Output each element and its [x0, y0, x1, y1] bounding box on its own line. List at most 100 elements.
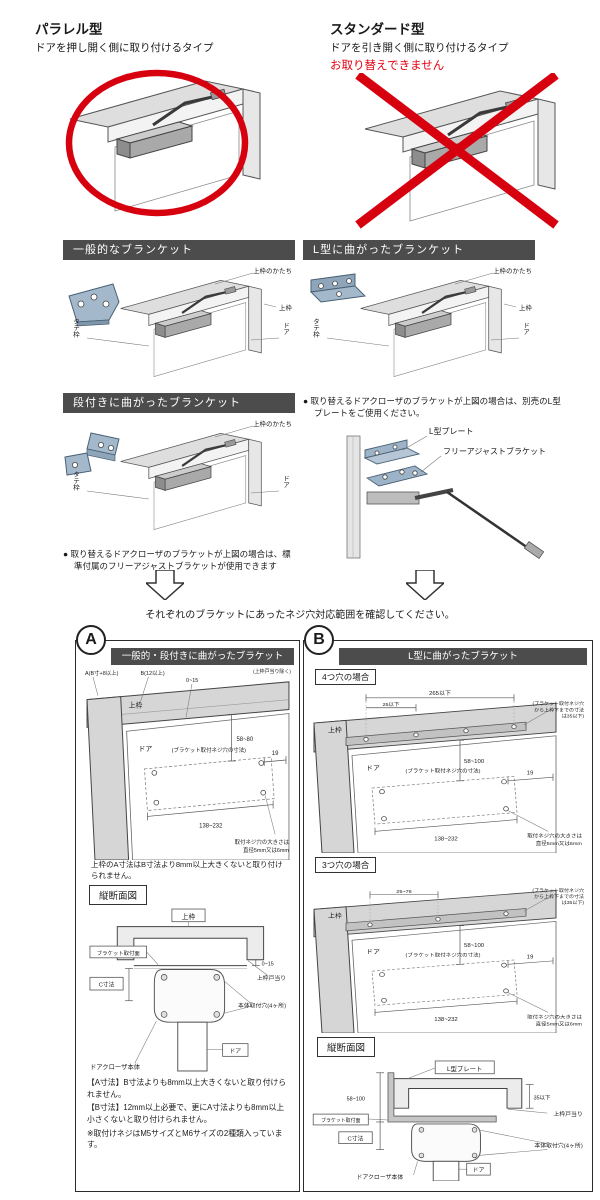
label-ue: 上枠: [519, 303, 533, 312]
closer-arm-part: [366, 487, 545, 559]
label-stop: 上枠戸当り: [553, 1110, 582, 1118]
panel-b: B L型に曲がったブラケット 4つ穴の場合: [303, 625, 593, 1192]
leader-lines: [86, 272, 280, 347]
note-screws: ※取付けネジはM5サイズとM6サイズの2種類入っています。: [87, 1128, 283, 1150]
dim-19: 19: [527, 955, 534, 961]
dim-58-100: 58~100: [464, 759, 484, 765]
label-free-adjust: フリーアジャストブラケット: [443, 446, 546, 456]
frame-channel: [393, 1078, 523, 1109]
red-x-icon: [355, 71, 559, 229]
dimension-lines: [92, 676, 286, 835]
l-plate-part: [363, 439, 421, 465]
frame-corner: [313, 889, 557, 1033]
l-bracket-diagram: 上枠のかたち 上枠 タテ枠 ドア: [309, 266, 533, 378]
dim-19: 19: [527, 771, 534, 777]
label-door: ドア: [138, 745, 152, 753]
zone-label: (ブラケット取付ネジ穴の寸法): [171, 746, 245, 754]
dim-58-100: 58~100: [464, 943, 484, 949]
frame-corner: [86, 681, 289, 860]
upper-note-1: (ブラケット取付ネジ穴: [532, 888, 584, 894]
dimension-lines: [124, 921, 268, 1064]
standard-title: スタンダード型: [330, 22, 425, 37]
no-replace-warning: お取り替えできません: [330, 60, 445, 72]
note-b-dim: 【B寸法】12mm以上必要で、更にA寸法よりも8mm以上小さくないと取り付けられ…: [87, 1103, 285, 1125]
label-door: ドア: [366, 948, 381, 955]
stepped-bracket-diagram: 上枠のかたち タテ枠 ドア: [64, 419, 292, 531]
frame-corner: [313, 702, 557, 853]
screw-size-1: 取付ネジ穴の大きさは: [527, 1014, 582, 1020]
label-tate: タテ枠: [72, 318, 80, 339]
label-door: ドア: [229, 1048, 241, 1055]
dim-0-15: 0~15: [261, 962, 273, 968]
standard-type-section: スタンダード型 ドアを引き開く側に取り付けるタイプ お取り替えできません: [330, 18, 592, 236]
standard-diagram: [355, 71, 559, 229]
panel-a-cross-section: 上枠 0~15 上枠戸当り ブラケット取付面 C寸法: [89, 908, 286, 1072]
c-label-box: [89, 976, 124, 991]
label-stop: 上枠戸当り: [256, 974, 285, 982]
dim-138-232: 138~232: [199, 823, 222, 829]
screw-size-2: 直径5mm又は6mm: [536, 839, 582, 847]
label-door: ドア: [473, 1167, 485, 1174]
label-door: ドア: [522, 322, 530, 335]
parallel-diagram: [65, 69, 262, 217]
label-c: C寸法: [347, 1135, 363, 1143]
door-label-box: [221, 1043, 248, 1057]
leader-lines: [402, 435, 442, 472]
zone-label: (ブラケット取付ネジ穴の寸法): [406, 952, 481, 958]
parallel-title: パラレル型: [35, 22, 103, 37]
dim-265: 265以下: [429, 690, 451, 697]
panel-b-header: L型に曲がったブラケット: [339, 648, 587, 665]
check-note: それぞれのブラケットにあったネジ穴対応範囲を確認してください。: [145, 610, 455, 621]
panel-b-letter: B: [304, 625, 334, 655]
bracket-plate-general: [68, 283, 120, 327]
screw-size-2: 直径5mm又は6mm: [536, 1021, 582, 1027]
dim-25-76: 25~76: [396, 889, 412, 895]
upper-note-3: は35以下): [562, 714, 585, 720]
frame-post: [346, 435, 361, 559]
screw-size-1: 取付ネジ穴の大きさは: [234, 838, 289, 846]
label-face: ブラケット取付面: [321, 1117, 360, 1124]
parallel-type-section: パラレル型 ドアを押し開く側に取り付けるタイプ: [35, 18, 305, 232]
dim-a: A(B寸+8以上): [85, 669, 119, 677]
l-plate-section: [387, 1072, 497, 1123]
panel-a-notes: 【A寸法】B寸法よりも8mm以上大きくないと取り付けられません。 【B寸法】12…: [81, 1073, 294, 1151]
label-l-plate: L型プレート: [447, 1064, 482, 1073]
label-ue: 上枠: [128, 701, 142, 710]
down-arrow-icon: [404, 569, 446, 602]
down-arrow-icon: [144, 569, 186, 602]
label-top-shape: 上枠のかたち: [493, 266, 532, 275]
l-plate-label-box: [434, 1060, 495, 1075]
label-c: C寸法: [98, 981, 114, 989]
standard-subtitle: ドアを引き開く側に取り付けるタイプ: [330, 42, 509, 54]
l-plate-strip: [345, 721, 527, 747]
label-tate: タテ枠: [72, 471, 80, 492]
dim-58-80: 58~80: [236, 737, 253, 743]
label-door: ドア: [366, 764, 380, 772]
c-label-box: [338, 1131, 373, 1145]
screw-zone: [371, 775, 518, 825]
upper-note-3: は35以下): [562, 901, 585, 907]
label-face: ブラケット取付面: [96, 949, 140, 957]
parallel-subtitle: ドアを押し開く側に取り付けるタイプ: [35, 42, 214, 54]
case4-tag: 4つ穴の場合: [315, 669, 377, 685]
panel-b-section-label: 縦断面図: [317, 1037, 376, 1057]
note-a-dim: 【A寸法】B寸法よりも8mm以上大きくないと取り付けられません。: [87, 1078, 287, 1099]
dimension-lines: [369, 891, 554, 1016]
label-tate: タテ枠: [312, 318, 320, 339]
zone-label: (ブラケット取付ネジ穴の寸法): [406, 767, 481, 775]
dim-138-232: 138~232: [434, 837, 457, 843]
general-bracket-diagram: 上枠のかたち 上枠 タテ枠 ドア: [68, 266, 293, 378]
bracket-column-right: L型に曲がったブランケット 上枠のかたち 上枠 タテ枠 ドア ● 取り替えるドア…: [303, 240, 593, 567]
dim-0-15: 0~15: [186, 678, 198, 684]
label-door: ドア: [282, 475, 290, 488]
l-plate-assembly-diagram: L型プレート フリーアジャストブラケット: [346, 427, 546, 559]
red-circle-icon: [65, 69, 249, 217]
dim-138-232: 138~232: [434, 1017, 457, 1023]
label-ue: 上枠: [279, 303, 293, 312]
bracket-plate-stepped: [64, 432, 120, 476]
leader-lines: [86, 425, 280, 500]
dim-25: 25以下: [382, 701, 399, 708]
closer-body: [411, 1123, 481, 1162]
frame-channel: [116, 926, 264, 961]
